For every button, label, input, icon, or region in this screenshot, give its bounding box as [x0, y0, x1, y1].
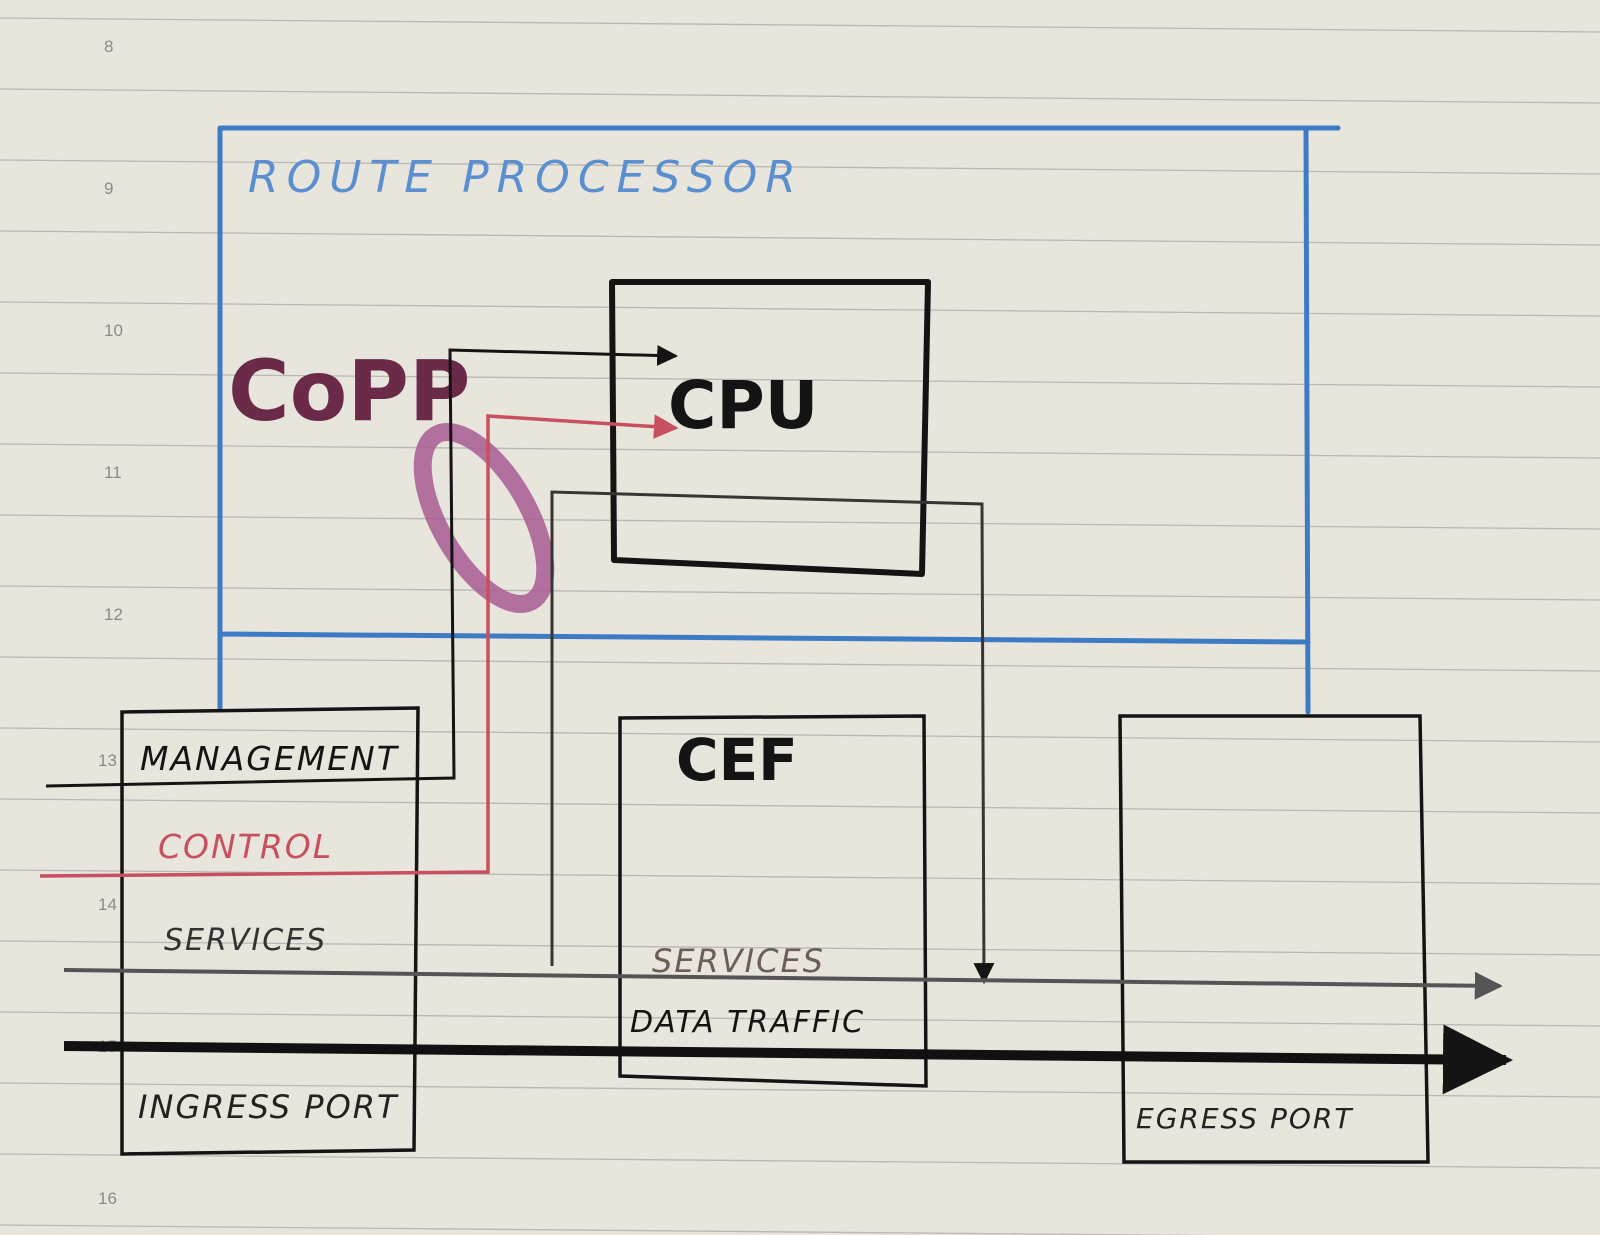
ruled-line — [0, 88, 1600, 104]
cef-label: CEF — [676, 726, 798, 794]
egress-port-box: EGRESS PORT — [1118, 714, 1430, 1164]
ruled-line — [0, 940, 1600, 956]
route-processor-label: ROUTE PROCESSOR — [248, 152, 804, 203]
line-numbers: 8 9 10 11 12 13 14 15 16 — [98, 37, 123, 1208]
line-number: 14 — [98, 895, 117, 914]
line-number: 10 — [104, 321, 123, 340]
line-number: 13 — [98, 751, 117, 770]
control-label: CONTROL — [158, 827, 333, 866]
line-number: 11 — [104, 463, 122, 482]
ingress-port-box: MANAGEMENT CONTROL SERVICES INGRESS PORT — [120, 706, 420, 1156]
line-number: 12 — [104, 605, 123, 624]
line-number: 16 — [98, 1189, 117, 1208]
management-label: MANAGEMENT — [140, 739, 400, 778]
ruled-line — [0, 301, 1600, 317]
ingress-port-label: INGRESS PORT — [138, 1088, 399, 1126]
cpu-label: CPU — [668, 367, 818, 444]
egress-port-label: EGRESS PORT — [1136, 1102, 1353, 1135]
ruled-line — [0, 443, 1600, 459]
ruled-line — [0, 230, 1600, 246]
copp-label: CoPP — [228, 342, 470, 440]
line-number: 8 — [104, 37, 113, 56]
control-path-arrow — [39, 414, 679, 878]
ruled-line — [0, 869, 1600, 885]
ruled-line — [0, 159, 1600, 175]
ruled-line — [0, 372, 1600, 388]
services-ingress-label: SERVICES — [164, 923, 327, 958]
services-punt-arrow — [550, 490, 995, 985]
route-processor-box: ROUTE PROCESSOR — [217, 125, 1341, 715]
ruled-line — [0, 1082, 1600, 1098]
ruled-line — [0, 1011, 1600, 1027]
ruled-line — [0, 514, 1600, 530]
management-path-arrow — [45, 345, 679, 788]
ruled-line — [0, 1153, 1600, 1169]
data-traffic-label: DATA TRAFFIC — [630, 1005, 865, 1040]
ruled-line — [0, 17, 1600, 33]
ruled-line — [0, 798, 1600, 814]
services-traffic-arrow — [63, 968, 1503, 1000]
cef-box: CEF SERVICES DATA TRAFFIC — [618, 714, 928, 1088]
services-cef-label: SERVICES — [652, 942, 825, 980]
copp-policer-ring — [413, 423, 555, 613]
ruled-line — [0, 1224, 1218, 1235]
ruled-lines — [0, 17, 1600, 1235]
cpu-box: CPU — [609, 279, 931, 577]
data-traffic-arrow — [63, 1024, 1513, 1095]
line-number: 9 — [104, 179, 113, 198]
ruled-line — [0, 727, 1600, 743]
ruled-line — [0, 585, 1600, 601]
ruled-line — [0, 656, 1600, 672]
